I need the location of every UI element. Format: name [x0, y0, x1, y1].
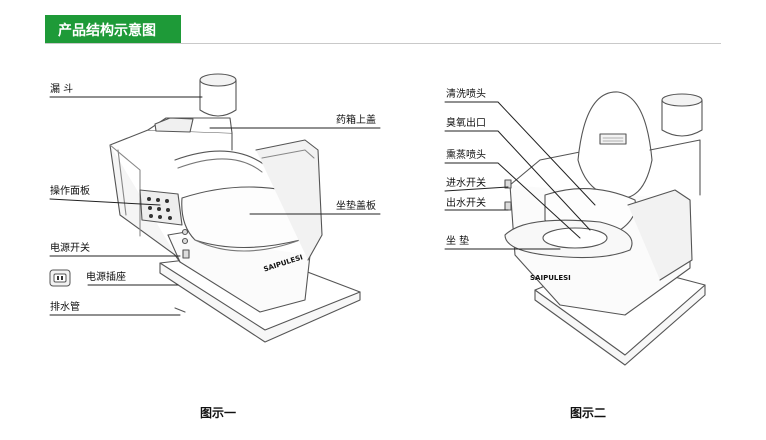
figure2-brand-mark: SAIPULESI: [530, 274, 571, 282]
leader-wash-nozzle: [444, 101, 596, 206]
figure1-leader-lines: [49, 96, 381, 316]
header-bar: 产品结构示意图: [45, 15, 181, 43]
figure1-machine: [109, 73, 361, 343]
leader-steam-nozzle: [444, 162, 581, 239]
figure2-leader-lines: [444, 101, 596, 250]
label-drain-pipe: 排水管: [50, 302, 80, 313]
label-seat-cover: 坐垫盖板: [336, 201, 376, 212]
label-control-panel: 操作面板: [50, 186, 90, 197]
leader-ozone-outlet: [444, 130, 591, 231]
figure2-caption: 图示二: [570, 406, 607, 420]
label-ozone-outlet: 臭氧出口: [446, 118, 486, 129]
label-steam-nozzle: 熏蒸喷头: [446, 150, 486, 161]
leader-control-panel: [49, 198, 161, 206]
figure1-caption: 图示一: [200, 406, 237, 420]
page-title: 产品结构示意图: [58, 23, 156, 39]
label-funnel: 漏 斗: [50, 84, 74, 95]
power-socket-icon: [49, 269, 71, 287]
figure2-machine: [504, 91, 706, 366]
label-seat-cushion: 坐 垫: [446, 236, 470, 247]
label-wash-nozzle: 清洗喷头: [446, 89, 486, 100]
label-water-in-switch: 进水开关: [446, 178, 486, 189]
label-water-out-switch: 出水开关: [446, 198, 486, 209]
label-power-socket: 电源插座: [86, 272, 126, 283]
leader-water-in-switch: [444, 186, 509, 192]
label-power-switch: 电源开关: [50, 243, 90, 254]
label-medicine-box-lid: 药箱上盖: [336, 115, 376, 126]
header-divider: [45, 43, 721, 44]
